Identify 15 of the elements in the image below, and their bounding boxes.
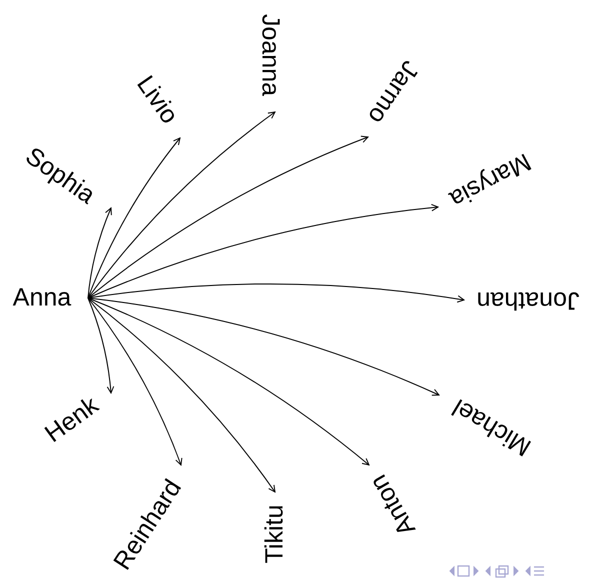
name-label: Joanna [258, 14, 282, 96]
arrow [88, 298, 440, 396]
name-label: Anna [12, 286, 72, 310]
arrow [88, 204, 438, 298]
arrow [88, 298, 114, 394]
arrow [88, 298, 182, 466]
arrow [88, 298, 370, 466]
name-label: Tikitu [262, 504, 288, 564]
arrow [88, 283, 464, 303]
arrow [88, 138, 180, 298]
name-label: Jonathan [476, 288, 580, 312]
arrow [88, 136, 368, 298]
arrow [88, 208, 112, 298]
arrow [88, 112, 276, 298]
arrow [88, 298, 276, 492]
